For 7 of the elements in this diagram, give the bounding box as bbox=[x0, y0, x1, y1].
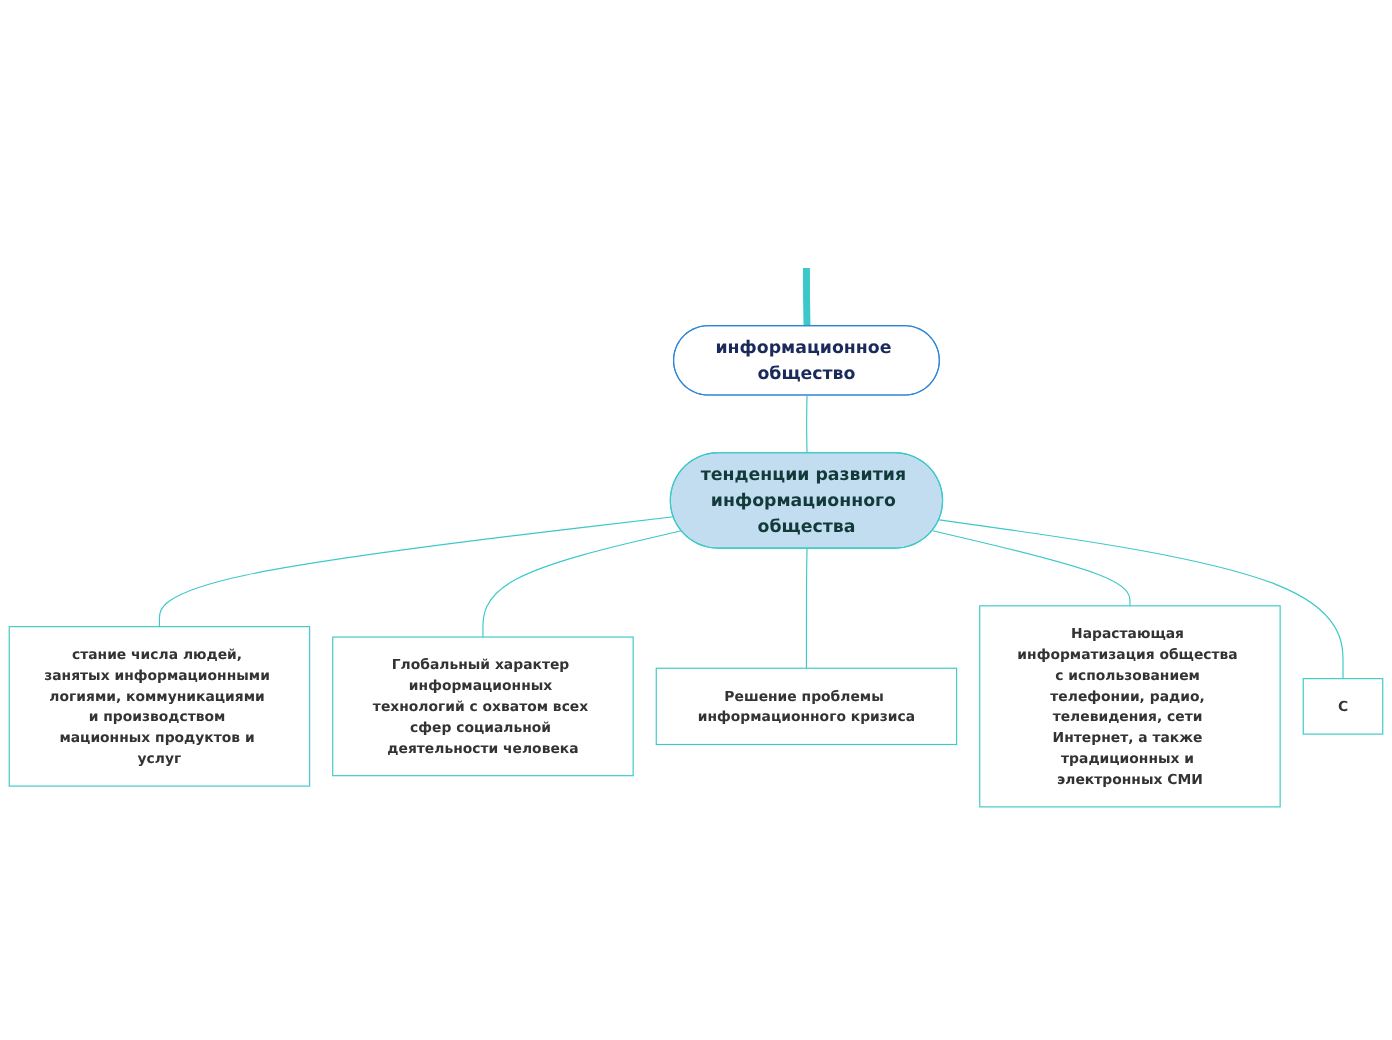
connector bbox=[805, 548, 808, 669]
connector bbox=[803, 267, 811, 327]
connector bbox=[938, 519, 1344, 680]
connector bbox=[806, 394, 808, 454]
connector bbox=[158, 516, 675, 628]
connector bbox=[482, 530, 682, 638]
connector bbox=[932, 530, 1131, 607]
